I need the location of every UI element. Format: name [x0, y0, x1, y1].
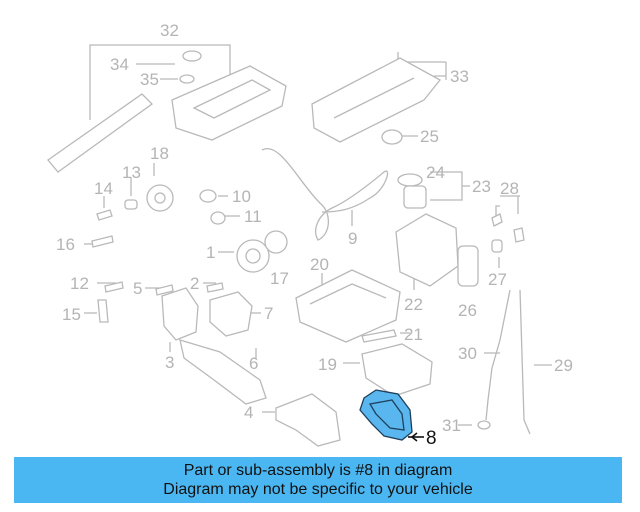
- callout-4: 4: [244, 403, 253, 422]
- callout-21: 21: [404, 325, 423, 344]
- callout-26: 26: [458, 301, 477, 320]
- oil-pan-upper: [295, 269, 401, 343]
- callout-28: 28: [500, 179, 519, 198]
- callout-11: 11: [244, 207, 262, 226]
- callout-22: 22: [404, 295, 423, 314]
- timing-cover-7: [209, 291, 253, 337]
- valve-cover-gasket-strip: [47, 93, 153, 173]
- callout-16: 16: [56, 235, 75, 254]
- callout-13: 13: [122, 163, 141, 182]
- callout-1: 1: [206, 243, 215, 262]
- callout-2: 2: [190, 274, 199, 293]
- callout-33: 33: [450, 67, 469, 86]
- banner-line-2: Diagram may not be specific to your vehi…: [163, 481, 473, 498]
- highlighted-part-8[interactable]: [359, 389, 424, 442]
- dipstick: [519, 289, 531, 435]
- part-26: [457, 245, 479, 287]
- callout-25: 25: [420, 127, 439, 146]
- callout-17: 17: [270, 269, 289, 288]
- callout-31: 31: [442, 416, 461, 435]
- callout-29: 29: [554, 356, 573, 375]
- parts-diagram: 1 2 3 4 5 6 7 8 9 10 11 12 13 14 15 16 1…: [47, 21, 573, 449]
- dipstick-tube: [485, 289, 511, 421]
- oil-pan-lower: [361, 343, 433, 397]
- timing-cover-6: [179, 339, 267, 405]
- timing-cover-3: [161, 287, 199, 341]
- callout-3: 3: [165, 353, 174, 372]
- callout-8: 8: [426, 428, 437, 449]
- timing-belt: [261, 147, 389, 241]
- part-25: [381, 129, 403, 145]
- callout-18: 18: [150, 144, 169, 163]
- callout-15: 15: [62, 305, 81, 324]
- callout-19: 19: [318, 355, 337, 374]
- leader-lines: [84, 44, 552, 426]
- callout-14: 14: [94, 179, 113, 198]
- banner-line-1: Part or sub-assembly is #8 in diagram: [183, 462, 453, 479]
- callout-12: 12: [70, 274, 89, 293]
- callout-35: 35: [140, 70, 159, 89]
- valve-cover-right: [311, 57, 441, 143]
- callout-24: 24: [426, 163, 445, 182]
- oil-pump-22: [395, 213, 459, 287]
- callout-20: 20: [310, 255, 329, 274]
- part-shapes: [47, 50, 531, 447]
- callout-23: 23: [472, 177, 491, 196]
- callout-6: 6: [249, 354, 258, 373]
- callout-7: 7: [264, 304, 273, 323]
- callout-32: 32: [160, 21, 179, 40]
- callout-numbers: 1 2 3 4 5 6 7 8 9 10 11 12 13 14 15 16 1…: [56, 21, 573, 449]
- callout-34: 34: [110, 55, 129, 74]
- callout-10: 10: [232, 187, 251, 206]
- callout-5: 5: [133, 279, 142, 298]
- callout-9: 9: [348, 229, 357, 248]
- info-banner: Part or sub-assembly is #8 in diagram Di…: [14, 457, 622, 503]
- callout-30: 30: [458, 344, 477, 363]
- callout-27: 27: [488, 270, 507, 289]
- bracket-4: [275, 393, 341, 447]
